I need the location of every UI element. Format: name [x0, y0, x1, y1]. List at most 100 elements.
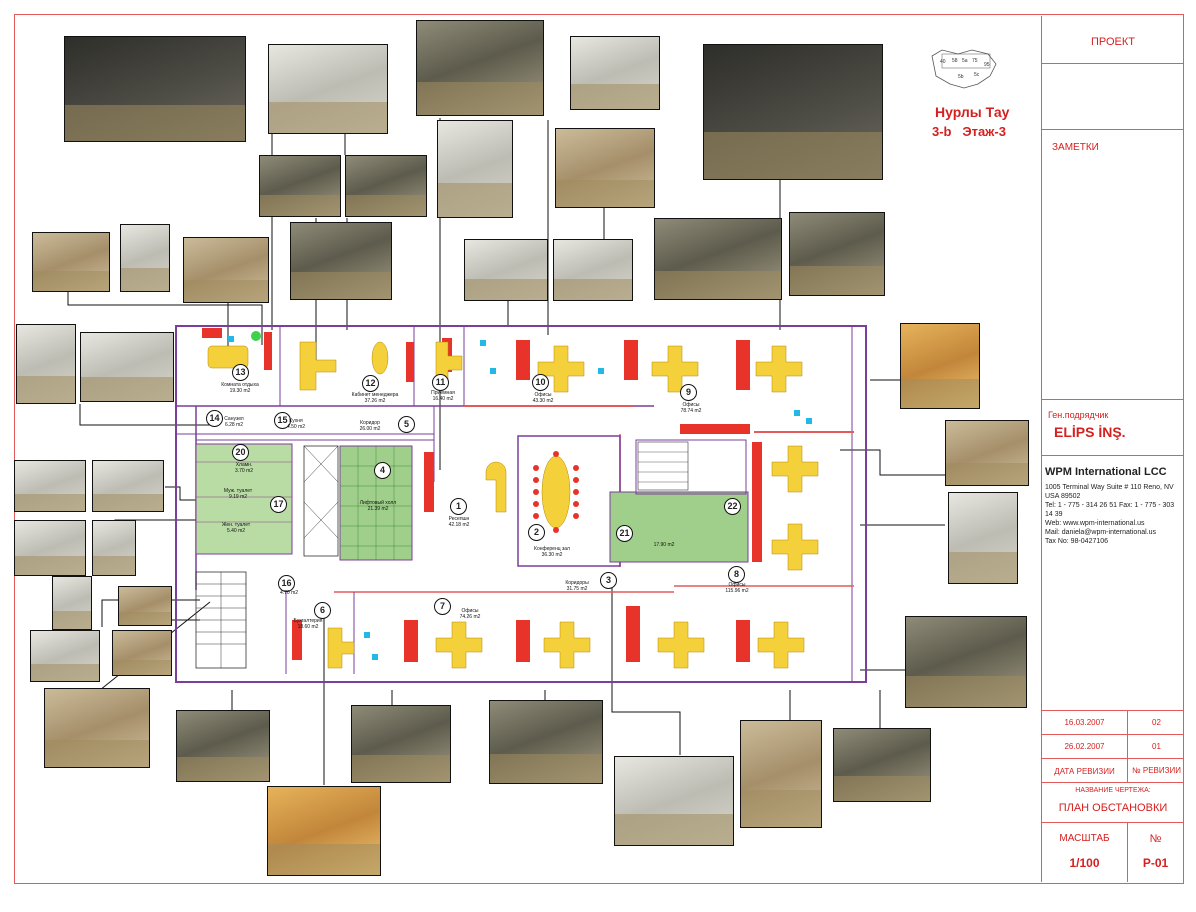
key-plan-label: 5a [962, 58, 968, 64]
photo-thumbnail [614, 756, 734, 846]
room-name: Конференц зал [534, 546, 570, 552]
room-name: Муж. туалет [223, 488, 253, 494]
drawing-name-label: НАЗВАНИЕ ЧЕРТЕЖА: [1075, 787, 1151, 794]
photo-thumbnail [14, 460, 86, 512]
room-number-4: 4 [374, 462, 391, 479]
room-area: 43.30 m2 [532, 398, 554, 404]
room-name: Приемная [431, 390, 455, 396]
sheet-number: P-01 [1142, 856, 1169, 870]
company-mail: Mail: daniela@wpm-international.us [1045, 529, 1156, 536]
room-name: Ресепшн [448, 516, 470, 522]
key-plan-label: 5b [958, 74, 964, 80]
photo-thumbnail [553, 239, 633, 301]
photo-thumbnail [16, 324, 76, 404]
company-tax: Tax No: 98-0427106 [1045, 538, 1109, 545]
photo-thumbnail [259, 155, 341, 217]
key-plan-label: 95 [984, 62, 990, 68]
company-address: 1005 Terminal Way Suite # 110 Reno, NV U… [1045, 484, 1174, 500]
room-area: 21.39 m2 [367, 506, 389, 512]
revision-header: ДАТА РЕВИЗИИ № РЕВИЗИИ [1042, 759, 1184, 783]
revision-row-2: 26.02.2007 01 [1042, 735, 1184, 759]
revision-no-label: № РЕВИЗИИ [1127, 759, 1185, 783]
contractor-name: ELİPS İNŞ. [1054, 424, 1126, 440]
room-label-20: Хламн.3.70 m2 [224, 462, 264, 474]
revision-date: 26.02.2007 [1064, 742, 1105, 751]
revision-date-label: ДАТА РЕВИЗИИ [1054, 767, 1115, 776]
photo-thumbnail [489, 700, 603, 784]
company-web: Web: www.wpm-international.us [1045, 520, 1145, 527]
project-label: ПРОЕКТ [1090, 36, 1136, 48]
notes-label: ЗАМЕТКИ [1052, 142, 1099, 153]
room-area: 19.30 m2 [229, 388, 251, 394]
room-number-17: 17 [270, 496, 287, 513]
photo-thumbnail [900, 323, 980, 409]
room-number-21: 21 [616, 525, 633, 542]
room-name: Жен. туалет [221, 522, 251, 528]
room-name: Коридор [360, 420, 380, 426]
drawing-name: ПЛАН ОБСТАНОВКИ [1058, 802, 1168, 814]
revision-date: 16.03.2007 [1064, 718, 1105, 727]
room-name: Офисы [461, 608, 479, 614]
room-number-1: 1 [450, 498, 467, 515]
revision-row-1: 16.03.2007 02 [1042, 711, 1184, 735]
photo-thumbnail [740, 720, 822, 828]
room-area: 42.18 m2 [448, 522, 470, 528]
room-number-7: 7 [434, 598, 451, 615]
photo-thumbnail [945, 420, 1029, 486]
room-name: Офисы [728, 582, 746, 588]
contractor-cell: Ген.подрядчик ELİPS İNŞ. [1042, 400, 1184, 456]
room-area: 9.19 m2 [228, 494, 248, 500]
photo-thumbnail [176, 710, 270, 782]
photo-thumbnail [120, 224, 170, 292]
key-plan-label: 5c [974, 72, 980, 78]
room-number-6: 6 [314, 602, 331, 619]
room-number-22: 22 [724, 498, 741, 515]
room-number-15: 15 [274, 412, 291, 429]
room-area: 18.60 m2 [297, 624, 319, 630]
photo-thumbnail [14, 520, 86, 576]
room-number-9: 9 [680, 384, 697, 401]
photo-thumbnail [80, 332, 174, 402]
room-label-21: 17.90 m2 [644, 536, 684, 548]
room-number-13: 13 [232, 364, 249, 381]
room-name: Офисы [682, 402, 700, 408]
scale-sheet-cell: МАСШТАБ 1/100 № P-01 [1042, 823, 1184, 882]
room-name: Хламн. [235, 462, 253, 468]
photo-thumbnail [52, 576, 92, 630]
room-number-16: 16 [278, 575, 295, 592]
photo-thumbnail [30, 630, 100, 682]
room-area: 36.30 m2 [541, 552, 563, 558]
room-number-14: 14 [206, 410, 223, 427]
sheet-label: № [1149, 833, 1162, 845]
room-name: Кабинет менеджера [351, 392, 399, 398]
key-plan-label: 75 [972, 58, 978, 64]
room-number-20: 20 [232, 444, 249, 461]
contractor-label: Ген.подрядчик [1048, 410, 1109, 420]
room-number-2: 2 [528, 524, 545, 541]
floor-line: 3-b Этаж-3 [932, 124, 1006, 139]
company-tel: Tel: 1 - 775 - 314 26 51 Fax: 1 - 775 - … [1045, 502, 1175, 518]
room-name: Санузел [224, 416, 244, 422]
cell-divider [1127, 823, 1128, 882]
room-area: 31.75 m2 [566, 586, 588, 592]
drawing-frame [14, 14, 1184, 884]
photo-thumbnail [44, 688, 150, 768]
room-area: 37.26 m2 [364, 398, 386, 404]
photo-thumbnail [703, 44, 883, 180]
photo-thumbnail [112, 630, 172, 676]
room-area: 4.70 m2 [279, 590, 299, 596]
room-area: 78.74 m2 [680, 408, 702, 414]
room-area: 4.50 m2 [286, 424, 306, 430]
photo-thumbnail [183, 237, 269, 303]
room-name: Бухгалтерия [293, 618, 323, 624]
